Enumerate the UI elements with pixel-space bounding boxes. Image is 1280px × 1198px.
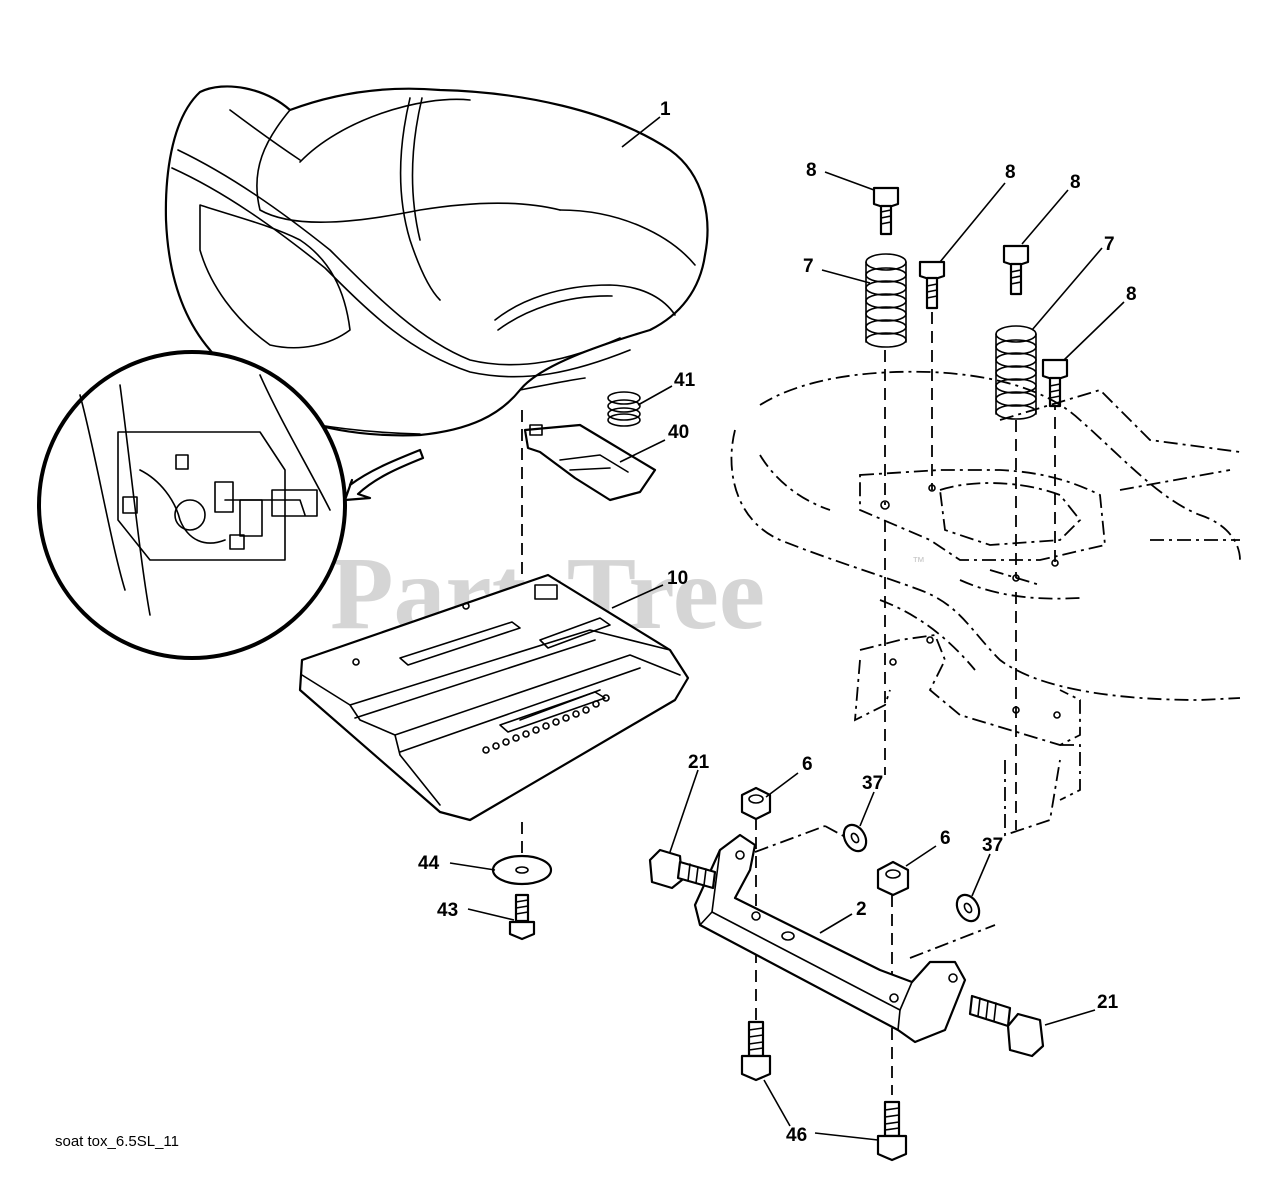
spring-7b[interactable] bbox=[995, 325, 1037, 420]
bolt-8d[interactable] bbox=[1041, 358, 1069, 408]
washer-37a[interactable] bbox=[839, 821, 870, 855]
callout-6: 6 bbox=[940, 828, 951, 849]
callout-8: 8 bbox=[1070, 172, 1081, 193]
detail-callout bbox=[37, 350, 425, 660]
bolt-8c[interactable] bbox=[1002, 244, 1030, 296]
nut-6a[interactable] bbox=[740, 786, 772, 821]
callout-41: 41 bbox=[674, 370, 696, 391]
washer-44[interactable] bbox=[491, 854, 553, 886]
fender-phantom bbox=[730, 370, 1241, 837]
callout-46: 46 bbox=[786, 1125, 807, 1146]
seat-pan-adjust-holes bbox=[482, 694, 610, 754]
bolt-46a[interactable] bbox=[740, 1020, 772, 1082]
callout-21: 21 bbox=[688, 752, 710, 773]
watermark-trademark: ™ bbox=[912, 554, 925, 569]
callout-44: 44 bbox=[418, 853, 440, 874]
callout-43: 43 bbox=[437, 900, 458, 921]
callout-21: 21 bbox=[1097, 992, 1119, 1013]
callout-8: 8 bbox=[1126, 284, 1137, 305]
bolt-8b[interactable] bbox=[918, 260, 946, 310]
callout-8: 8 bbox=[1005, 162, 1016, 183]
bolt-8a[interactable] bbox=[872, 186, 900, 236]
bolt-21a[interactable] bbox=[648, 848, 717, 890]
callout-40: 40 bbox=[668, 422, 689, 443]
callout-labels: 1 8 8 8 8 7 7 41 40 10 21 6 37 6 37 44 4… bbox=[418, 99, 1137, 1146]
callout-2: 2 bbox=[856, 899, 867, 920]
callout-1: 1 bbox=[660, 99, 671, 120]
nut-6b[interactable] bbox=[876, 860, 910, 897]
seat[interactable] bbox=[164, 85, 709, 437]
leader-lines bbox=[449, 116, 1125, 1141]
callout-7: 7 bbox=[803, 256, 814, 277]
spring-41[interactable] bbox=[607, 391, 641, 427]
bolt-43[interactable] bbox=[508, 893, 536, 941]
bracket-2[interactable] bbox=[693, 833, 967, 1044]
callout-10: 10 bbox=[667, 568, 688, 589]
callout-6: 6 bbox=[802, 754, 813, 775]
seat-switch-40[interactable] bbox=[523, 423, 657, 502]
callout-37: 37 bbox=[982, 835, 1003, 856]
callout-7: 7 bbox=[1104, 234, 1115, 255]
washer-37b[interactable] bbox=[952, 891, 983, 925]
callout-8: 8 bbox=[806, 160, 817, 181]
callout-37: 37 bbox=[862, 773, 883, 794]
bolt-21b[interactable] bbox=[968, 994, 1045, 1058]
bolt-46b[interactable] bbox=[876, 1100, 908, 1162]
spring-7a[interactable] bbox=[865, 253, 907, 348]
diagram-caption: soat tox_6.5SL_11 bbox=[55, 1133, 179, 1150]
seat-pan-10[interactable] bbox=[298, 573, 690, 822]
